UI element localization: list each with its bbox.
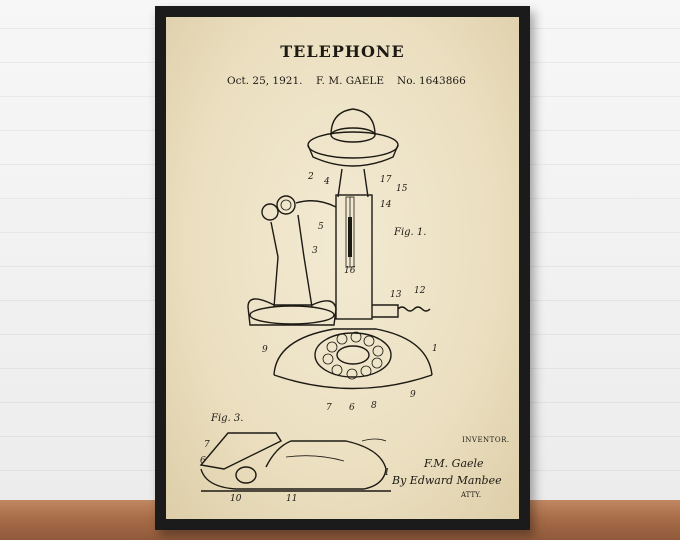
callout: 12 xyxy=(414,286,426,296)
callout: 1 xyxy=(432,344,438,354)
patent-inventor: F. M. GAELE xyxy=(316,75,385,87)
callout: 10 xyxy=(230,494,242,504)
callout: 6 xyxy=(200,456,206,466)
callout: 6 xyxy=(349,403,355,413)
callout: 5 xyxy=(318,222,324,232)
telephone-drawing: 2 4 17 15 14 5 3 16 13 12 9 1 7 6 8 9 xyxy=(199,108,438,504)
callout: 11 xyxy=(286,494,297,504)
callout: 4 xyxy=(323,177,330,187)
poster-title: TELEPHONE xyxy=(280,42,405,61)
dial-holes xyxy=(322,331,384,380)
poster-frame: TELEPHONE Oct. 25, 1921. F. M. GAELE No.… xyxy=(155,6,530,530)
patent-number: No. 1643866 xyxy=(397,75,466,87)
callout: 3 xyxy=(312,246,318,256)
callout: 17 xyxy=(380,175,392,185)
inventor-signature: F.M. Gaele xyxy=(424,457,484,470)
inventor-heading: INVENTOR. xyxy=(462,436,510,444)
attorney-signature: By Edward Manbee xyxy=(392,474,502,487)
fig1-label: Fig. 1. xyxy=(394,227,427,238)
callout: 2 xyxy=(307,172,314,182)
attorney-label: ATTY. xyxy=(461,491,482,499)
callout: 13 xyxy=(390,290,402,300)
callout: 8 xyxy=(371,401,377,411)
callout: 16 xyxy=(344,266,356,276)
callout: 15 xyxy=(396,184,408,194)
callout: 9 xyxy=(262,345,268,355)
callout: 7 xyxy=(204,440,210,450)
patent-date: Oct. 25, 1921. xyxy=(227,75,303,87)
fig3-label: Fig. 3. xyxy=(211,413,244,424)
callout: 7 xyxy=(326,403,332,413)
callout: 14 xyxy=(380,200,392,210)
patent-poster: TELEPHONE Oct. 25, 1921. F. M. GAELE No.… xyxy=(166,17,519,519)
callout: 1 xyxy=(384,468,390,478)
callout: 9 xyxy=(410,390,416,400)
